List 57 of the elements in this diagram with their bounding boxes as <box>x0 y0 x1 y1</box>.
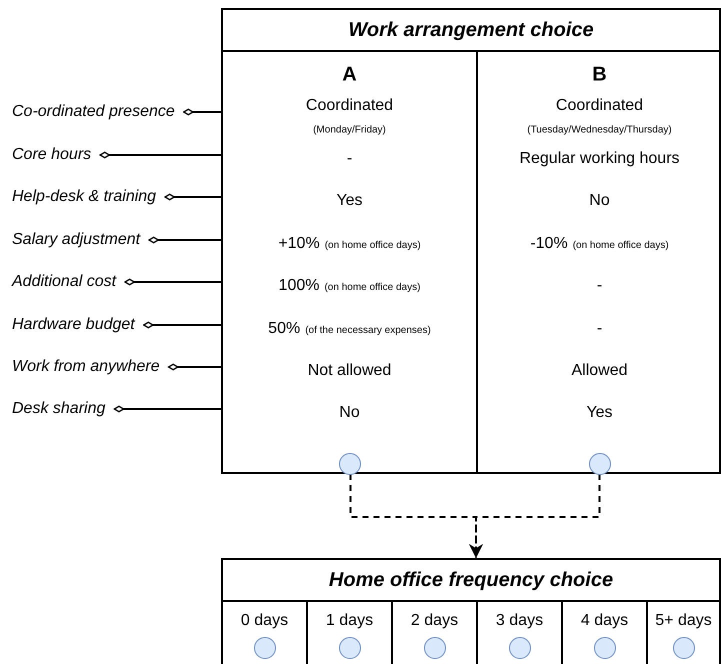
leader-line <box>99 152 221 158</box>
radio-circle <box>508 637 530 659</box>
attribute-label: Core hours <box>12 146 92 164</box>
cell-text: Not allowed <box>308 362 392 380</box>
table-title: Home office frequency choice <box>328 568 614 592</box>
leader-line <box>148 236 221 244</box>
cell-text: No <box>339 404 360 422</box>
radio-circle <box>424 637 446 659</box>
day-count: 0 days <box>240 612 290 630</box>
cell-text: Coordinated <box>306 97 394 115</box>
cell-text: -10% <box>530 235 568 253</box>
column-letter: B <box>592 64 607 86</box>
radio-circle <box>254 637 276 659</box>
leader-line <box>168 364 221 370</box>
day-count: 2 days <box>410 612 460 630</box>
arrow <box>469 474 600 558</box>
day-count: 1 days <box>324 612 374 630</box>
attribute-label: Salary adjustment <box>12 231 140 249</box>
cell-text: 50% <box>268 320 300 338</box>
cell-text: Allowed <box>571 362 628 380</box>
leader-line <box>114 406 221 412</box>
cell-text: +10% <box>278 235 320 253</box>
cell-text: No <box>589 192 610 210</box>
note-text: (Tuesday/Wednesday/Thursday) <box>527 124 672 136</box>
attribute-label: Work from anywhere <box>12 358 160 376</box>
note-text: (on home office days) <box>572 240 669 251</box>
note-text: (of the necessary expenses) <box>305 325 431 336</box>
radio-circle <box>338 637 360 659</box>
leader-line <box>124 278 221 286</box>
leader-line <box>164 194 221 200</box>
attribute-label: Additional cost <box>12 273 116 291</box>
day-count: 4 days <box>580 612 630 630</box>
cell-text: Yes <box>336 192 363 210</box>
cell-text: - <box>596 277 602 295</box>
note-text: (on home office days) <box>324 282 420 293</box>
attribute-label: Desk sharing <box>12 400 106 418</box>
cell-text: Coordinated <box>556 97 644 115</box>
note-text: (on home office days) <box>324 240 421 251</box>
cell-text: Yes <box>586 404 613 422</box>
cell-text: - <box>346 150 352 168</box>
attribute-label: Co-ordinated presence <box>12 103 175 121</box>
column-letter: A <box>342 64 357 86</box>
radio-circle <box>338 453 360 475</box>
day-count: 3 days <box>494 612 544 630</box>
attribute-label: Help-desk & training <box>12 188 156 206</box>
radio-circle <box>588 453 610 475</box>
note-text: (Monday/Friday) <box>313 124 386 136</box>
cell-text: - <box>596 320 602 338</box>
cell-text: 100% <box>278 277 320 295</box>
leader-line <box>143 322 221 328</box>
table-title: Work arrangement choice <box>348 18 594 42</box>
day-count: 5+ days <box>654 612 713 630</box>
radio-circle <box>594 637 616 659</box>
attribute-label: Hardware budget <box>12 316 135 334</box>
radio-circle <box>672 637 694 659</box>
cell-text: Regular working hours <box>519 150 680 168</box>
leader-line <box>183 108 221 116</box>
